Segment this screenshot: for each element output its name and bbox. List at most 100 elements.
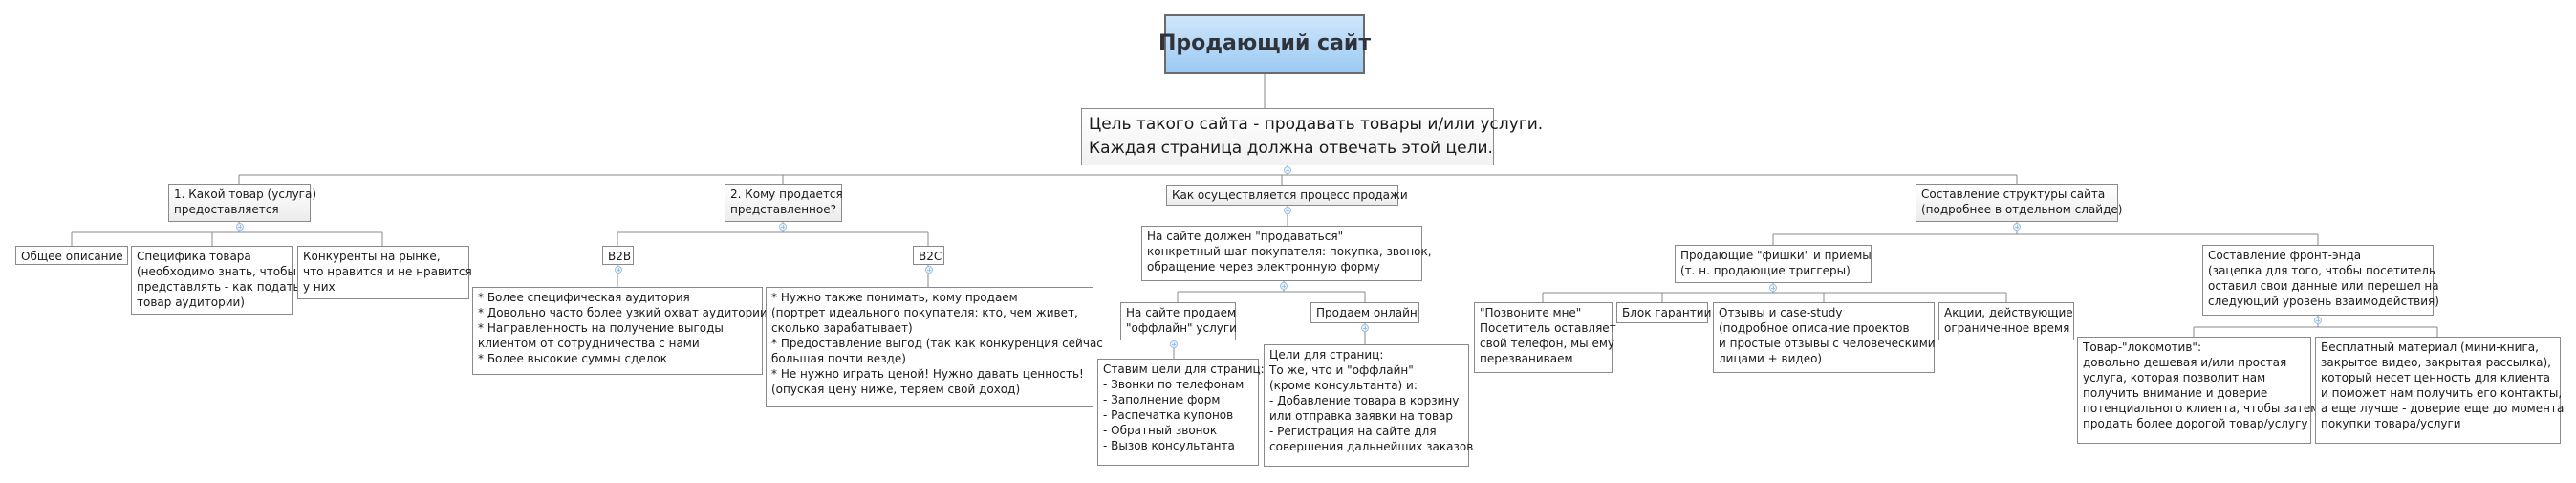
- text-line: - Регистрация на сайте для: [1269, 425, 1437, 438]
- text-line: - Распечатка купонов: [1103, 408, 1234, 422]
- text-line: * Более высокие суммы сделок: [478, 352, 667, 365]
- collapse-toggle-icon[interactable]: [1769, 284, 1777, 292]
- text-line: (подробнее в отдельном слайде): [1921, 203, 2123, 216]
- subtopic-must-sell[interactable]: На сайте должен "продаваться" конкретный …: [1141, 226, 1432, 281]
- text-line: клиентом от сотрудничества с нами: [478, 337, 700, 350]
- text-line: * Довольно часто более узкий охват аудит…: [478, 306, 768, 319]
- text-line: * Предоставление выгод (так как конкурен…: [771, 337, 1103, 350]
- text-line: предоставляется: [174, 203, 279, 216]
- text-line: (т. н. продающие триггеры): [1680, 264, 1851, 277]
- collapse-toggle-icon[interactable]: [2314, 317, 2322, 324]
- text-line: - Вызов консультанта: [1103, 439, 1235, 452]
- collapse-toggle-icon[interactable]: [1280, 282, 1288, 290]
- text-line: "оффлайн" услуги: [1126, 321, 1237, 335]
- text-line: * Нужно также понимать, кому продаем: [771, 291, 1018, 304]
- text-line: То же, что и "оффлайн": [1269, 363, 1414, 377]
- text-line: следующий уровень взаимодействия): [2208, 295, 2439, 308]
- root-title: Продающий сайт: [1158, 32, 1372, 55]
- text-line: B2C: [919, 250, 942, 263]
- note-offline-goals[interactable]: Ставим цели для страниц:- Звонки по теле…: [1097, 359, 1265, 466]
- collapse-toggle-icon[interactable]: [925, 266, 933, 274]
- text-line: покупки товара/услуги: [2321, 417, 2461, 430]
- subtopic-b2b[interactable]: B2B: [602, 246, 634, 265]
- collapse-toggle-icon[interactable]: [779, 223, 787, 231]
- note-b2c[interactable]: * Нужно также понимать, кому продаем (пор…: [766, 287, 1103, 407]
- text-line: (подробное описание проектов: [1719, 321, 1910, 335]
- trigger-reviews-case-study[interactable]: Отзывы и case-study (подробное описание п…: [1713, 302, 1936, 373]
- collapse-toggle-icon[interactable]: [1361, 324, 1369, 332]
- topic-product[interactable]: 1. Какой товар (услуга) предоставляется: [168, 184, 317, 222]
- frontend-free-material[interactable]: Бесплатный материал (мини-книга, закрытое…: [2315, 337, 2565, 444]
- text-line: Цель такого сайта - продавать товары и/и…: [1089, 115, 1544, 134]
- topic-site-structure[interactable]: Составление структуры сайта(подробнее в …: [1916, 184, 2123, 222]
- text-line: - Добавление товара в корзину: [1269, 394, 1460, 407]
- topic-sales-process[interactable]: Как осуществляется процесс продажи: [1166, 185, 1408, 206]
- text-line: услуга, которая позволит нам: [2083, 371, 2266, 384]
- subtopic-competitors[interactable]: Конкуренты на рынке,что нравится и не нр…: [297, 246, 472, 299]
- collapse-toggle-icon[interactable]: [2013, 223, 2021, 231]
- text-line: Как осуществляется процесс продажи: [1172, 188, 1408, 202]
- text-line: и поможет нам получить его контакты,: [2321, 386, 2563, 400]
- subtopic-b2c[interactable]: B2C: [913, 246, 944, 265]
- text-line: получить внимание и доверие: [2083, 386, 2268, 400]
- trigger-guarantee-block[interactable]: Блок гарантии: [1616, 302, 1711, 323]
- subtopic-online-sales[interactable]: Продаем онлайн: [1310, 302, 1419, 323]
- text-line: закрытое видео, закрытая рассылка),: [2321, 356, 2551, 369]
- text-line: продать более дорогой товар/услугу: [2083, 417, 2308, 430]
- goal-topic[interactable]: Цель такого сайта - продавать товары и/и…: [1081, 108, 1544, 165]
- text-line: На сайте должен "продаваться": [1147, 230, 1344, 243]
- trigger-call-me[interactable]: "Позвоните мне" Посетитель оставляет свой …: [1474, 302, 1616, 373]
- text-line: Бесплатный материал (мини-книга,: [2321, 340, 2539, 354]
- text-line: Продающие "фишки" и приемы: [1680, 249, 1872, 262]
- subtopic-front-end[interactable]: Составление фронт-энда(зацепка для того,…: [2202, 245, 2439, 316]
- text-line: который несет ценность для клиента: [2321, 371, 2550, 384]
- text-line: представленное?: [730, 203, 836, 216]
- text-line: конкретный шаг покупателя: покупка, звон…: [1147, 245, 1432, 258]
- collapse-toggle-icon[interactable]: [1284, 166, 1291, 174]
- text-line: Отзывы и case-study: [1719, 306, 1843, 319]
- text-line: (зацепка для того, чтобы посетитель: [2208, 264, 2436, 277]
- subtopic-selling-triggers[interactable]: Продающие "фишки" и приемы (т. н. продающ…: [1675, 245, 1872, 283]
- subtopic-offline-services[interactable]: На сайте продаем"оффлайн" услуги: [1120, 302, 1237, 340]
- subtopic-general-description[interactable]: Общее описание: [15, 246, 128, 265]
- text-line: а еще лучше - доверие еще до момента: [2321, 402, 2565, 415]
- text-line: * Не нужно играть ценой! Нужно давать це…: [771, 367, 1084, 381]
- text-line: большая почти везде): [771, 352, 906, 365]
- text-line: Общее описание: [21, 250, 123, 263]
- subtopic-product-specifics[interactable]: Специфика товара(необходимо знать, чтобы…: [131, 246, 300, 315]
- root-topic[interactable]: Продающий сайт: [1158, 14, 1371, 74]
- text-line: "Позвоните мне": [1480, 306, 1582, 319]
- text-line: Каждая страница должна отвечать этой цел…: [1089, 139, 1493, 158]
- text-line: обращение через электронную форму: [1147, 260, 1380, 274]
- text-line: свой телефон, мы ему: [1480, 337, 1615, 350]
- text-line: - Заполнение форм: [1103, 393, 1221, 406]
- text-line: Цели для страниц:: [1269, 348, 1384, 362]
- text-line: 1. Какой товар (услуга): [174, 187, 317, 201]
- text-line: ограниченное время: [1944, 321, 2070, 335]
- collapse-toggle-icon[interactable]: [236, 223, 244, 231]
- text-line: потенциального клиента, чтобы затем: [2083, 402, 2320, 415]
- text-line: (необходимо знать, чтобы: [137, 265, 296, 278]
- text-line: Посетитель оставляет: [1480, 321, 1616, 335]
- text-line: Продаем онлайн: [1316, 306, 1418, 319]
- frontend-locomotive-product[interactable]: Товар-"локомотив":довольно дешевая и/или…: [2077, 337, 2320, 444]
- text-line: товар аудитории): [137, 296, 245, 309]
- note-b2b[interactable]: * Более специфическая аудитория* Довольн…: [472, 287, 768, 375]
- text-line: Товар-"локомотив":: [2083, 340, 2201, 354]
- note-online-goals[interactable]: Цели для страниц:То же, что и "оффлайн"(…: [1264, 344, 1474, 467]
- collapse-toggle-icon[interactable]: [1284, 207, 1291, 214]
- text-line: у них: [303, 280, 336, 294]
- collapse-toggle-icon[interactable]: [615, 266, 622, 274]
- text-line: перезваниваем: [1480, 352, 1573, 365]
- text-line: - Звонки по телефонам: [1103, 378, 1245, 391]
- text-line: лицами + видео): [1719, 352, 1823, 365]
- text-line: (портрет идеального покупателя: кто, чем…: [771, 306, 1078, 319]
- text-line: - Обратный звонок: [1103, 424, 1218, 437]
- collapse-toggle-icon[interactable]: [1170, 340, 1178, 348]
- text-line: (опуская цену ниже, теряем свой доход): [771, 383, 1021, 396]
- text-line: совершения дальнейших заказов: [1269, 440, 1474, 453]
- text-line: B2B: [608, 250, 632, 263]
- text-line: Конкуренты на рынке,: [303, 250, 441, 263]
